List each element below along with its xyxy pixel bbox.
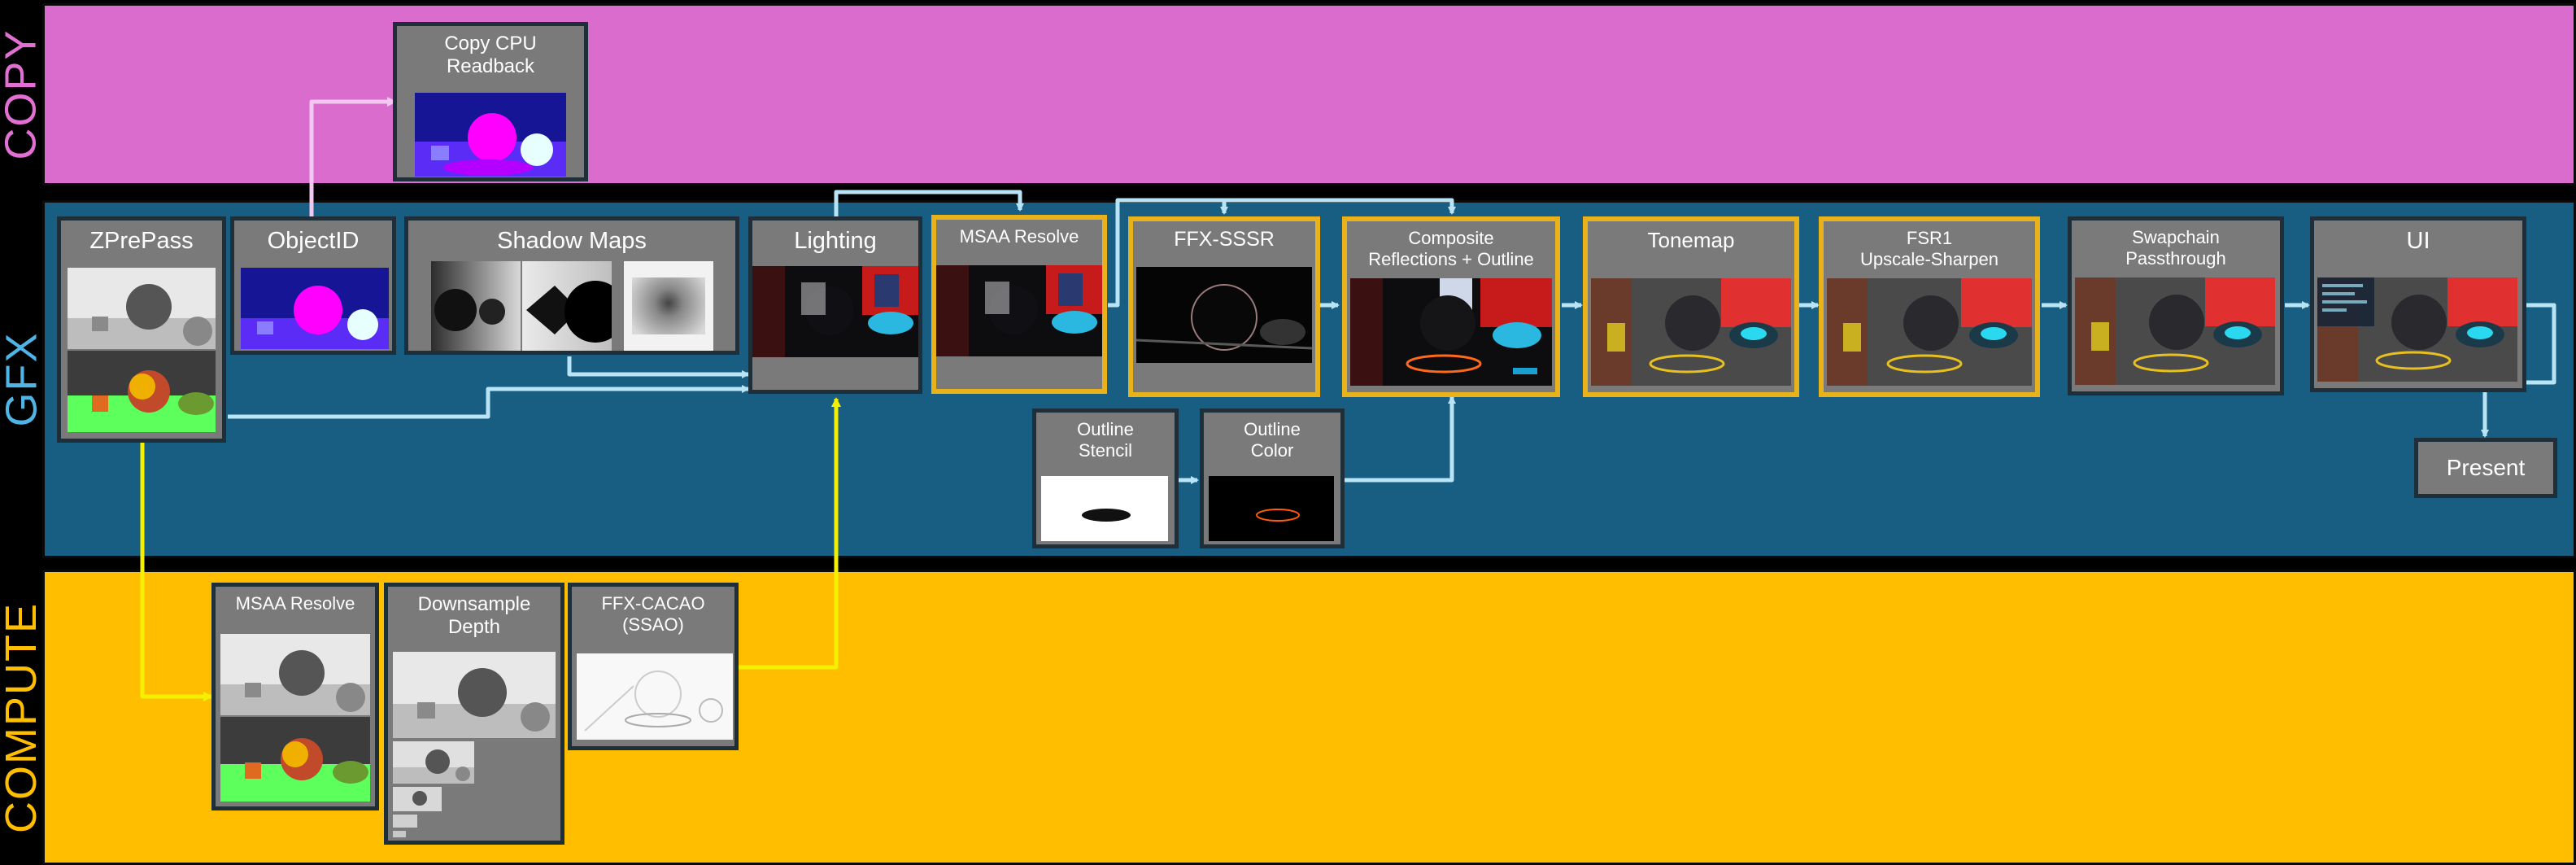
zprepass-depth-thumbnail bbox=[68, 268, 216, 349]
ui-node[interactable]: UI bbox=[2310, 216, 2526, 392]
ui-title: UI bbox=[2406, 228, 2430, 254]
outline-color-node[interactable]: Outline Color bbox=[1200, 408, 1345, 548]
tonemap-title: Tonemap bbox=[1647, 228, 1735, 252]
ui-thumbnail bbox=[2317, 277, 2517, 382]
swapchain-thumbnail bbox=[2075, 277, 2275, 385]
downsample-mip4-thumbnail bbox=[393, 831, 406, 837]
objectid-title: ObjectID bbox=[267, 228, 360, 254]
outline-stencil-node[interactable]: Outline Stencil bbox=[1032, 408, 1179, 548]
outline-color-thumbnail bbox=[1209, 476, 1334, 541]
outline-color-title: Outline Color bbox=[1244, 419, 1301, 461]
downsample-mip1-thumbnail bbox=[393, 741, 474, 784]
zprepass-title: ZPrePass bbox=[89, 228, 194, 254]
shadow-map-3-thumbnail bbox=[624, 261, 713, 351]
zprepass-node[interactable]: ZPrePass bbox=[57, 216, 226, 443]
shadow-map-2-thumbnail bbox=[522, 261, 612, 351]
tonemap-node[interactable]: Tonemap bbox=[1583, 216, 1799, 397]
fsr1-title: FSR1 Upscale-Sharpen bbox=[1860, 228, 1998, 269]
ffx-sssr-title: FFX-SSSR bbox=[1174, 228, 1275, 251]
ffx-sssr-node[interactable]: FFX-SSSR bbox=[1128, 216, 1320, 397]
ffx-cacao-node[interactable]: FFX-CACAO (SSAO) bbox=[568, 583, 739, 750]
outline-stencil-thumbnail bbox=[1041, 476, 1168, 541]
downsample-depth-title: Downsample Depth bbox=[417, 593, 531, 639]
msaa-resolve-compute-title: MSAA Resolve bbox=[235, 593, 355, 614]
present-node[interactable]: Present bbox=[2414, 438, 2557, 498]
objectid-node[interactable]: ObjectID bbox=[230, 216, 396, 355]
objectid-thumbnail bbox=[241, 268, 389, 349]
outline-stencil-title: Outline Stencil bbox=[1077, 419, 1134, 461]
copy-readback-thumbnail bbox=[415, 93, 566, 177]
fsr1-node[interactable]: FSR1 Upscale-Sharpen bbox=[1819, 216, 2040, 397]
present-title: Present bbox=[2446, 455, 2526, 480]
lighting-thumbnail bbox=[752, 266, 918, 357]
zprepass-normals-thumbnail bbox=[68, 351, 216, 432]
msaa-resolve-gfx-node[interactable]: MSAA Resolve bbox=[931, 215, 1107, 394]
msaa-resolve-compute-node[interactable]: MSAA Resolve bbox=[211, 583, 379, 810]
tonemap-thumbnail bbox=[1591, 278, 1791, 386]
msaa-resolve-gfx-thumbnail bbox=[936, 265, 1102, 356]
msaa-resolve-gfx-title: MSAA Resolve bbox=[959, 226, 1079, 247]
downsample-mip0-thumbnail bbox=[393, 652, 556, 738]
msaa-resolve-compute-depth-thumbnail bbox=[220, 634, 370, 715]
swapchain-title: Swapchain Passthrough bbox=[2125, 227, 2226, 269]
copy-lane-label: COPY bbox=[0, 28, 46, 160]
copy-readback-title: Copy CPU Readback bbox=[444, 33, 537, 78]
compute-lane-label: COMPUTE bbox=[0, 601, 46, 833]
gfx-lane-label: GFX bbox=[0, 331, 46, 427]
shadow-map-1-thumbnail bbox=[431, 261, 521, 351]
msaa-resolve-compute-normals-thumbnail bbox=[220, 717, 370, 802]
fsr1-thumbnail bbox=[1827, 278, 2032, 386]
downsample-mip2-thumbnail bbox=[393, 787, 442, 811]
copy-readback-node[interactable]: Copy CPU Readback bbox=[393, 22, 588, 181]
composite-title: Composite Reflections + Outline bbox=[1368, 228, 1534, 269]
downsample-mip3-thumbnail bbox=[393, 815, 417, 828]
ffx-cacao-thumbnail bbox=[577, 653, 733, 740]
lighting-node[interactable]: Lighting bbox=[748, 216, 922, 394]
downsample-depth-node[interactable]: Downsample Depth bbox=[384, 583, 564, 845]
lighting-title: Lighting bbox=[794, 228, 877, 254]
composite-thumbnail bbox=[1350, 278, 1552, 386]
shadow-maps-node[interactable]: Shadow Maps bbox=[404, 216, 739, 355]
composite-node[interactable]: Composite Reflections + Outline bbox=[1342, 216, 1560, 397]
ffx-cacao-title: FFX-CACAO (SSAO) bbox=[601, 593, 705, 635]
ffx-sssr-thumbnail bbox=[1136, 267, 1312, 363]
swapchain-node[interactable]: Swapchain Passthrough bbox=[2068, 216, 2284, 395]
shadow-maps-title: Shadow Maps bbox=[497, 228, 647, 254]
